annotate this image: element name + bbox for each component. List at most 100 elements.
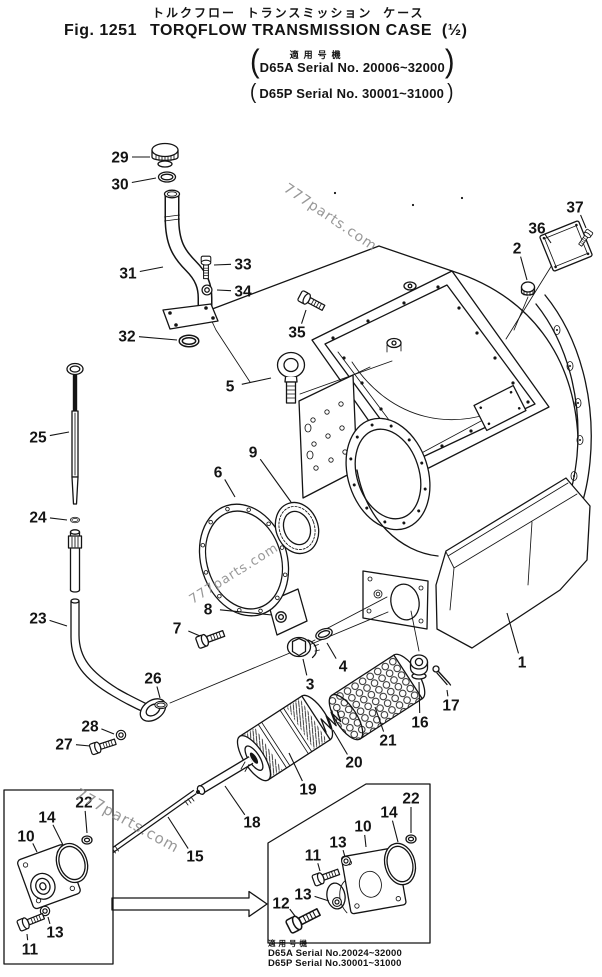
part-22-plug [81, 835, 93, 845]
leader-line-31 [139, 266, 164, 273]
part-13-washer-rear-2 [332, 897, 342, 907]
part-18-tube [196, 756, 254, 795]
leader-line-6 [224, 479, 236, 498]
leader-line-3 [302, 658, 308, 676]
part-callout-36: 36 [528, 221, 546, 238]
leader-line-28 [101, 728, 115, 735]
leader-line-8 [219, 609, 273, 616]
leader-line-4 [326, 642, 337, 659]
part-28-washer [115, 729, 127, 741]
leader-line-9 [259, 458, 292, 503]
part-callout-23: 23 [29, 611, 47, 628]
part-callout-16: 16 [411, 715, 429, 732]
leader-line-35 [301, 309, 307, 324]
part-callout-26: 26 [144, 671, 162, 688]
part-callout-30: 30 [111, 177, 128, 194]
part-3-plug [286, 636, 320, 659]
part-callout-4: 4 [339, 659, 348, 676]
part-callout-6: 6 [214, 465, 223, 482]
leader-line-15 [167, 816, 189, 849]
leader-line-26 [156, 686, 161, 699]
inset-serial-note: 適用号機 D65A Serial No.20024~32000 D65P Ser… [268, 939, 402, 969]
leader-line-25 [49, 431, 70, 437]
part-callout-35: 35 [288, 325, 306, 342]
part-14-oring-rear [383, 842, 417, 886]
leader-line-7 [188, 630, 201, 637]
part-2-plug [520, 281, 536, 296]
part-callout-10: 10 [17, 829, 34, 846]
part-callout-2: 2 [513, 241, 522, 258]
part-callout-13: 13 [294, 887, 312, 904]
leader-line-14 [391, 820, 399, 843]
part-16-nut [409, 654, 429, 680]
part-29-cap [151, 142, 179, 168]
part-25-dipstick [66, 362, 84, 505]
part-callout-33: 33 [234, 257, 252, 274]
leader-line-11 [26, 933, 29, 941]
part-callout-13: 13 [46, 925, 64, 942]
part-26-oring [154, 700, 168, 710]
inset-box-left [3, 789, 114, 965]
part-callout-21: 21 [379, 733, 397, 750]
lifting-boss [386, 281, 417, 353]
inset-applicability-label: 適用号機 [268, 939, 310, 948]
part-19-filter-element [236, 694, 334, 782]
part-callout-15: 15 [186, 849, 204, 866]
watermark: 777parts.com [281, 181, 380, 255]
part-callout-7: 7 [173, 621, 182, 638]
leader-line-23 [49, 619, 68, 627]
leader-line-2 [520, 256, 528, 281]
leader-line-10 [364, 834, 367, 848]
inset-serial-line-2: D65P Serial No.30001~31000 [268, 958, 402, 969]
part-callout-34: 34 [234, 284, 252, 301]
inset-serial-line-1: D65A Serial No.20024~32000 [268, 948, 402, 959]
leader-line-33 [213, 263, 232, 266]
inset-box-right [267, 783, 431, 944]
leader-line-21 [374, 706, 385, 732]
leader-line-12 [289, 908, 296, 917]
part-8-nut [275, 611, 287, 623]
part-17-pin [432, 665, 452, 686]
part-callout-8: 8 [204, 602, 213, 619]
part-callout-17: 17 [442, 698, 459, 715]
part-callout-22: 22 [402, 791, 419, 808]
leader-line-1 [506, 612, 520, 654]
part-callout-14: 14 [380, 805, 398, 822]
part-34-washer [201, 284, 213, 296]
leader-line-18 [224, 785, 246, 816]
leader-line-34 [216, 289, 232, 292]
part-callout-14: 14 [38, 810, 56, 827]
part-callout-11: 11 [22, 942, 39, 959]
flange-holes [366, 576, 424, 624]
part-15-rod [99, 789, 197, 860]
paper-specks [333, 191, 464, 207]
leader-line-19 [288, 752, 303, 782]
part-13-washer-rear [341, 856, 351, 866]
leader-line-11 [317, 863, 321, 872]
leader-line-13 [47, 916, 51, 924]
leader-line-16 [418, 681, 421, 714]
leader-line-27 [75, 744, 91, 747]
part-callout-13: 13 [329, 835, 347, 852]
pointer-arrow [111, 890, 268, 918]
part-callout-28: 28 [81, 719, 99, 736]
leader-line-10 [32, 843, 38, 853]
leader-line-17 [446, 689, 449, 697]
leader-line-20 [332, 729, 348, 755]
leader-line-24 [49, 517, 68, 521]
part-24-oring [69, 516, 81, 524]
part-23-tube [67, 529, 167, 722]
part-callout-11: 11 [305, 848, 322, 865]
part-callout-25: 25 [29, 430, 47, 447]
part-27-bolt [88, 735, 118, 756]
part-callout-37: 37 [566, 200, 583, 217]
part-callout-12: 12 [272, 896, 289, 913]
part-6-gasket [198, 503, 290, 617]
part-30-oring [157, 171, 177, 183]
leader-line-13 [342, 850, 346, 858]
part-35-bolt [296, 289, 327, 314]
small-cover-plate [473, 384, 527, 432]
part-14-oring [55, 842, 89, 884]
part-callout-19: 19 [299, 782, 317, 799]
